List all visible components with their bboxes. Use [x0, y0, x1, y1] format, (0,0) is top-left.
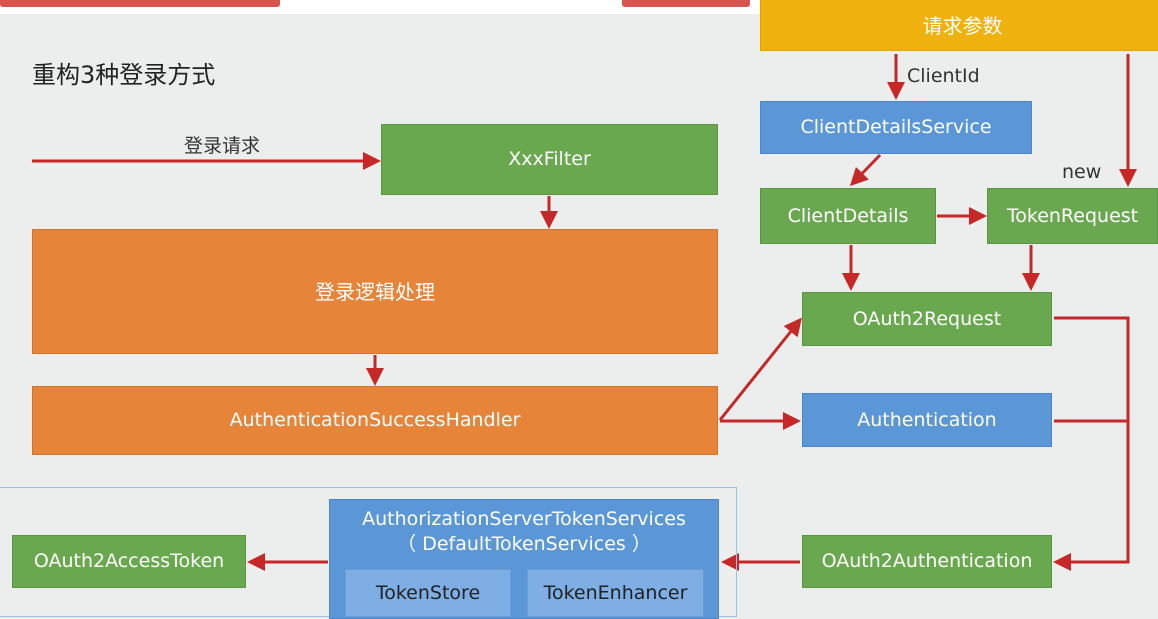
token-request-box: TokenRequest: [987, 188, 1158, 244]
arrow-oauth2request-to-oauth2authentication: [1053, 316, 1130, 571]
client-id-label: ClientId: [907, 65, 980, 87]
auth-success-handler-box: AuthenticationSuccessHandler: [32, 386, 718, 455]
arrow-handler-to-oauth2request: [718, 317, 802, 421]
xxx-filter-label: XxxFilter: [508, 148, 591, 171]
login-logic-box: 登录逻辑处理: [32, 229, 718, 354]
connector-arrows: [32, 54, 1137, 571]
oauth2-authentication-label: OAuth2Authentication: [821, 550, 1033, 573]
client-details-service-label: ClientDetailsService: [800, 116, 992, 139]
client-details-box: ClientDetails: [760, 188, 936, 244]
authentication-label: Authentication: [857, 408, 997, 431]
client-details-service-box: ClientDetailsService: [760, 101, 1032, 154]
oauth2-access-token-box: OAuth2AccessToken: [12, 535, 246, 588]
login-logic-label: 登录逻辑处理: [315, 279, 435, 304]
auth-success-handler-label: AuthenticationSuccessHandler: [229, 409, 521, 432]
token-enhancer-box: TokenEnhancer: [527, 569, 704, 617]
page-title: 重构3种登录方式: [32, 61, 216, 89]
new-label: new: [1062, 161, 1102, 183]
authentication-box: Authentication: [802, 393, 1052, 447]
token-services-subtitle: （ DefaultTokenServices ）: [397, 532, 651, 555]
token-request-label: TokenRequest: [1006, 204, 1139, 227]
oauth2-request-box: OAuth2Request: [802, 292, 1052, 346]
login-request-label: 登录请求: [184, 135, 261, 157]
oauth2-access-token-label: OAuth2AccessToken: [33, 550, 225, 573]
cropped-header-mark: [622, 0, 750, 7]
token-enhancer-label: TokenEnhancer: [543, 581, 688, 604]
client-details-label: ClientDetails: [787, 204, 909, 227]
arrow-service-to-details: [849, 153, 882, 187]
request-params-box: 请求参数: [760, 0, 1158, 51]
token-store-label: TokenStore: [375, 581, 481, 604]
token-services-title: AuthorizationServerTokenServices: [362, 508, 686, 530]
oauth2-authentication-box: OAuth2Authentication: [802, 535, 1052, 588]
request-params-label: 请求参数: [922, 13, 1003, 38]
oauth2-request-label: OAuth2Request: [852, 307, 1002, 330]
cropped-header-mark: [0, 0, 280, 7]
token-store-box: TokenStore: [345, 569, 511, 617]
xxx-filter-box: XxxFilter: [381, 124, 718, 195]
